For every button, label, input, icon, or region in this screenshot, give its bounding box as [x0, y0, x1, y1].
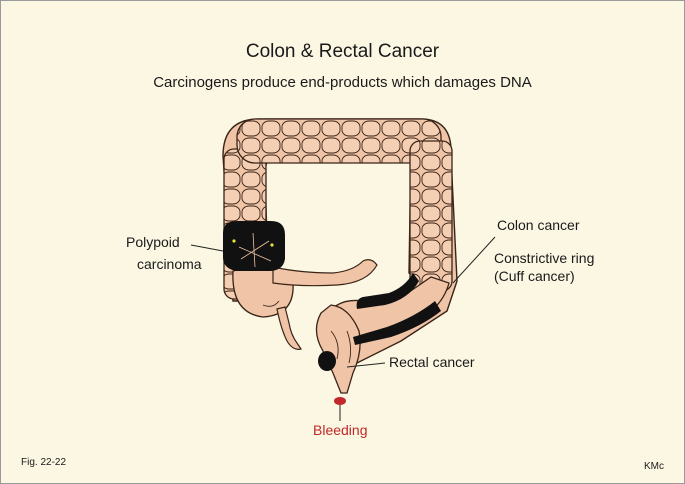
constrictive-ring-label-line2: (Cuff cancer): [494, 268, 575, 284]
appendix: [276, 306, 302, 350]
colon-cancer-pointer: [452, 236, 496, 284]
descending-colon: [409, 140, 453, 292]
constrictive-ring-label-line1: Constrictive ring: [494, 250, 595, 266]
author-initials: KMc: [644, 461, 664, 472]
ileum: [272, 259, 378, 287]
polypoid-label-line2: carcinoma: [137, 256, 202, 272]
polypoid-pointer: [190, 244, 224, 252]
rectal-cancer-label: Rectal cancer: [389, 354, 475, 370]
rectal-tumor: [318, 351, 336, 371]
constrictive-ring-tumor: [356, 273, 419, 309]
page-title: Colon & Rectal Cancer: [245, 41, 440, 62]
bleeding-label: Bleeding: [313, 422, 368, 438]
polypoid-label-line1: Polypoid: [126, 234, 180, 250]
colon-cancer-label: Colon cancer: [497, 217, 580, 233]
rectal-cancer-pointer: [346, 362, 386, 368]
colon-cancer-tumor: [353, 301, 441, 345]
page-subtitle: Carcinogens produce end-products which d…: [153, 74, 532, 91]
bleeding-spot: [334, 397, 346, 405]
figure-number: Fig. 22-22: [21, 457, 67, 468]
